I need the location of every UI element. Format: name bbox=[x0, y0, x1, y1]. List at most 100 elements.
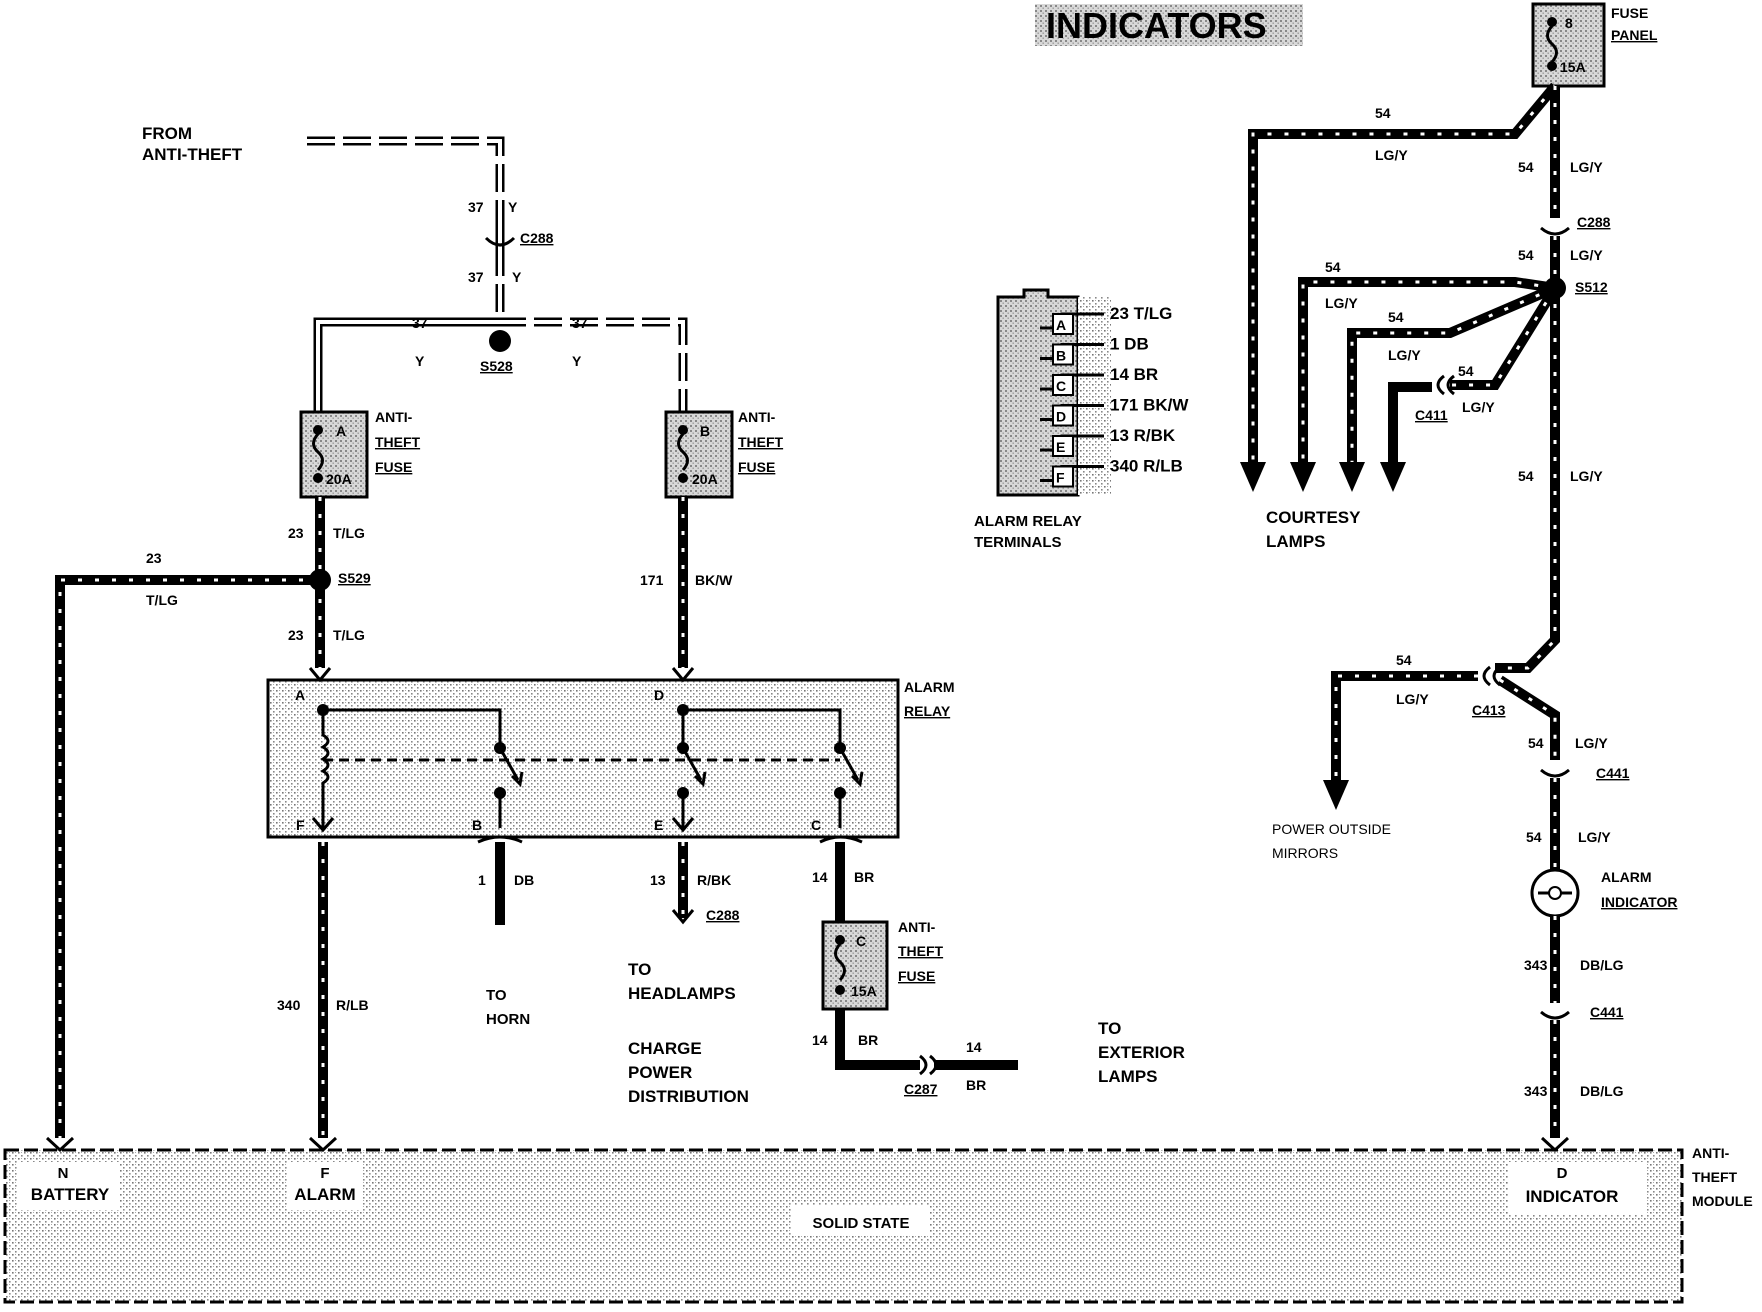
wire-label: BR bbox=[858, 1032, 878, 1048]
wire-label: LG/Y bbox=[1396, 691, 1429, 707]
fuse-panel-label1: FUSE bbox=[1611, 5, 1648, 21]
wire-label: 54 bbox=[1375, 105, 1391, 121]
wire-label: 343 bbox=[1524, 957, 1548, 973]
wire-label: C441 bbox=[1596, 765, 1630, 781]
wire-label: TO bbox=[486, 987, 507, 1004]
wire-label: R/LB bbox=[336, 997, 369, 1013]
wire-label: 23 bbox=[288, 525, 304, 541]
wire-label: LG/Y bbox=[1570, 247, 1603, 263]
anti-theft-module: N BATTERY F ALARM SOLID STATE D INDICATO… bbox=[3, 1136, 1684, 1304]
wire-label: 54 bbox=[1325, 259, 1341, 275]
wire-label: THEFT bbox=[375, 434, 421, 450]
wire-label: TERMINALS bbox=[974, 534, 1062, 551]
from-anti-theft-line2: ANTI-THEFT bbox=[142, 145, 243, 164]
wire-label: B bbox=[472, 817, 482, 833]
title-background bbox=[1035, 4, 1303, 46]
diagram-title: INDICATORS bbox=[1046, 5, 1267, 46]
connector-c288-label: C288 bbox=[520, 230, 554, 246]
wire-label: C288 bbox=[706, 907, 740, 923]
terminal-pin-box bbox=[1052, 374, 1074, 396]
wire-37-label: 37 bbox=[468, 199, 484, 215]
wire-label: 54 bbox=[1528, 735, 1544, 751]
wire-label: D bbox=[654, 687, 664, 703]
wire-label: 54 bbox=[1518, 247, 1534, 263]
wire-label: ALARM RELAY bbox=[974, 513, 1082, 530]
wire-label: LAMPS bbox=[1098, 1067, 1158, 1086]
wire-label: DB bbox=[514, 872, 534, 888]
wire-label: ALARM bbox=[294, 1185, 355, 1204]
wire-label: DB/LG bbox=[1580, 1083, 1624, 1099]
wire-label: N bbox=[58, 1165, 69, 1182]
wire-label: INDICATOR bbox=[1526, 1187, 1619, 1206]
wire-label: ALARM bbox=[1601, 869, 1652, 885]
wire-label: BATTERY bbox=[31, 1185, 110, 1204]
wire-label: DB/LG bbox=[1580, 957, 1624, 973]
fuse-panel-pin: 8 bbox=[1565, 15, 1573, 31]
anti-theft-fuse-b: B 20A ANTI- THEFT FUSE bbox=[664, 409, 784, 499]
wire-label: C bbox=[811, 817, 821, 833]
courtesy-lamp-arrows bbox=[1240, 462, 1406, 810]
wire-label: R/BK bbox=[697, 872, 731, 888]
wire-label: LG/Y bbox=[1578, 829, 1611, 845]
wire-label: 23 bbox=[288, 627, 304, 643]
wire-label: 54 bbox=[1518, 159, 1534, 175]
terminal-pin-box bbox=[1052, 465, 1074, 488]
wire-label: SOLID STATE bbox=[813, 1215, 910, 1232]
wire-label: T/LG bbox=[333, 627, 365, 643]
terminal-pin: A bbox=[1056, 317, 1066, 333]
terminal-label: 14 BR bbox=[1110, 365, 1158, 384]
wire-label: THEFT bbox=[738, 434, 784, 450]
wire-23-tlg bbox=[55, 497, 331, 1138]
wire-label: LG/Y bbox=[1388, 347, 1421, 363]
wire-label: MIRRORS bbox=[1272, 845, 1338, 861]
wire-label: FUSE bbox=[375, 459, 412, 475]
wire-label: C288 bbox=[1577, 214, 1611, 230]
wire-label: 54 bbox=[1518, 468, 1534, 484]
wire-37-label: 37 bbox=[412, 315, 428, 331]
wire-label: COURTESY bbox=[1266, 508, 1361, 527]
wire-label: C bbox=[856, 933, 866, 949]
terminal-pin: B bbox=[1056, 348, 1066, 364]
wire-label: LG/Y bbox=[1375, 147, 1408, 163]
alarm-relay: A D F B E C bbox=[266, 667, 900, 839]
wire-label: 13 bbox=[650, 872, 666, 888]
wire-label: T/LG bbox=[146, 592, 178, 608]
terminal-pin: E bbox=[1056, 439, 1065, 455]
terminal-pin: F bbox=[1056, 470, 1065, 486]
wire-label: 54 bbox=[1458, 363, 1474, 379]
from-anti-theft-wire bbox=[307, 136, 688, 412]
wire-13-rbk bbox=[671, 842, 695, 925]
wire-14-br-out bbox=[835, 1009, 920, 1070]
terminal-pin: D bbox=[1056, 409, 1066, 425]
wire-label: C287 bbox=[904, 1081, 938, 1097]
wire-label: 15A bbox=[851, 983, 877, 999]
wire-label: ANTI- bbox=[738, 409, 776, 425]
wire-label: EXTERIOR bbox=[1098, 1043, 1185, 1062]
wire-label: E bbox=[654, 817, 663, 833]
wire-label: D bbox=[1557, 1165, 1568, 1182]
wire-label: B bbox=[700, 423, 710, 439]
fuse-panel-label2: PANEL bbox=[1611, 27, 1658, 43]
wire-label: C441 bbox=[1590, 1004, 1624, 1020]
wire-label: LG/Y bbox=[1570, 159, 1603, 175]
wire-label: C413 bbox=[1472, 702, 1506, 718]
wire-label: 14 bbox=[812, 1032, 828, 1048]
wire-label: LG/Y bbox=[1325, 295, 1358, 311]
wire-label: F bbox=[320, 1165, 329, 1182]
wire-label: TO bbox=[628, 960, 651, 979]
wire-label: 171 bbox=[640, 572, 664, 588]
terminal-pin-box bbox=[1052, 313, 1074, 335]
terminal-pin-box bbox=[1052, 404, 1074, 427]
module-name: ANTI- bbox=[1692, 1145, 1730, 1161]
wire-label: POWER bbox=[628, 1063, 692, 1082]
wire-label: LG/Y bbox=[1575, 735, 1608, 751]
alarm-indicator-lamp bbox=[1530, 868, 1580, 918]
alarm-relay-label: RELAY bbox=[904, 703, 951, 719]
wire-label: HEADLAMPS bbox=[628, 984, 736, 1003]
wire-y-label: Y bbox=[572, 353, 582, 369]
from-anti-theft-line1: FROM bbox=[142, 124, 192, 143]
wire-label: 1 bbox=[478, 872, 486, 888]
terminal-label: 340 R/LB bbox=[1110, 457, 1183, 476]
